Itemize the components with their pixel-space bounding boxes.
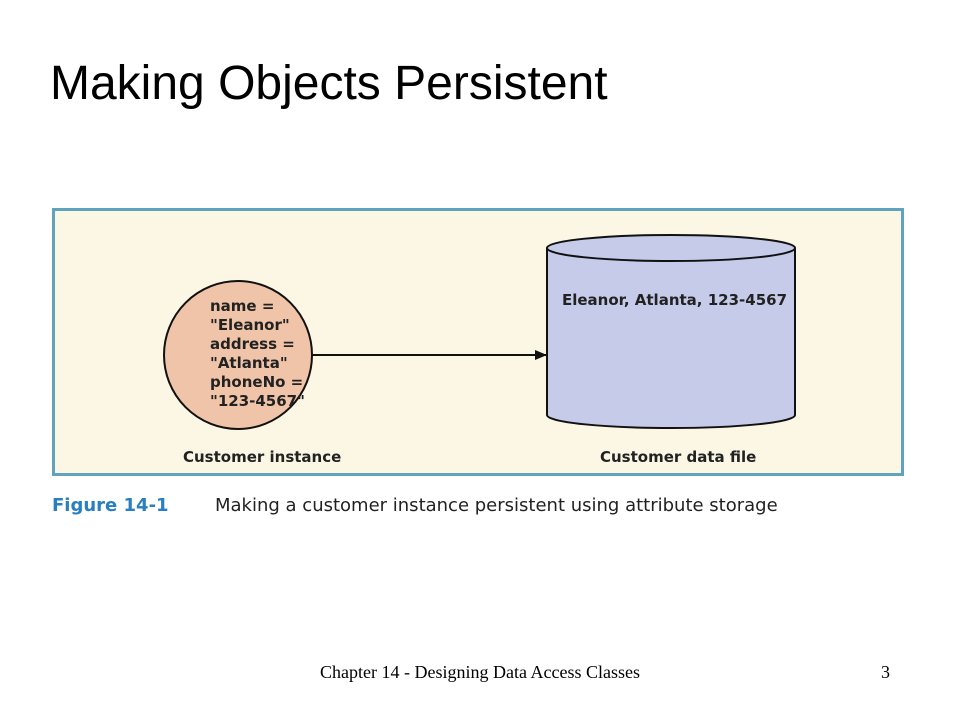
slide-title: Making Objects Persistent <box>50 57 608 110</box>
attribute-line: address = <box>210 335 295 353</box>
figure-number: Figure 14-1 <box>52 495 169 516</box>
footer-chapter-title: Chapter 14 - Designing Data Access Class… <box>320 662 640 682</box>
attribute-line: "Eleanor" <box>210 316 290 334</box>
attribute-line: "123-4567" <box>210 392 305 410</box>
figure-caption-text: Making a customer instance persistent us… <box>215 495 778 516</box>
customer-data-file-label: Customer data file <box>600 448 756 466</box>
attribute-line: "Atlanta" <box>210 354 288 372</box>
customer-instance-attributes: name = "Eleanor" address = "Atlanta" pho… <box>210 297 308 410</box>
persistence-diagram: name = "Eleanor" address = "Atlanta" pho… <box>163 234 796 466</box>
customer-data-file-cylinder <box>546 234 796 429</box>
attribute-line: name = <box>210 297 274 315</box>
attribute-line: phoneNo = <box>210 373 303 391</box>
figure-caption: Figure 14-1 Making a customer instance pe… <box>52 495 912 516</box>
page-number: 3 <box>881 662 890 682</box>
figure-panel: name = "Eleanor" address = "Atlanta" pho… <box>52 208 904 476</box>
customer-record-text: Eleanor, Atlanta, 123-4567 <box>562 291 787 309</box>
customer-instance-label: Customer instance <box>183 448 341 466</box>
